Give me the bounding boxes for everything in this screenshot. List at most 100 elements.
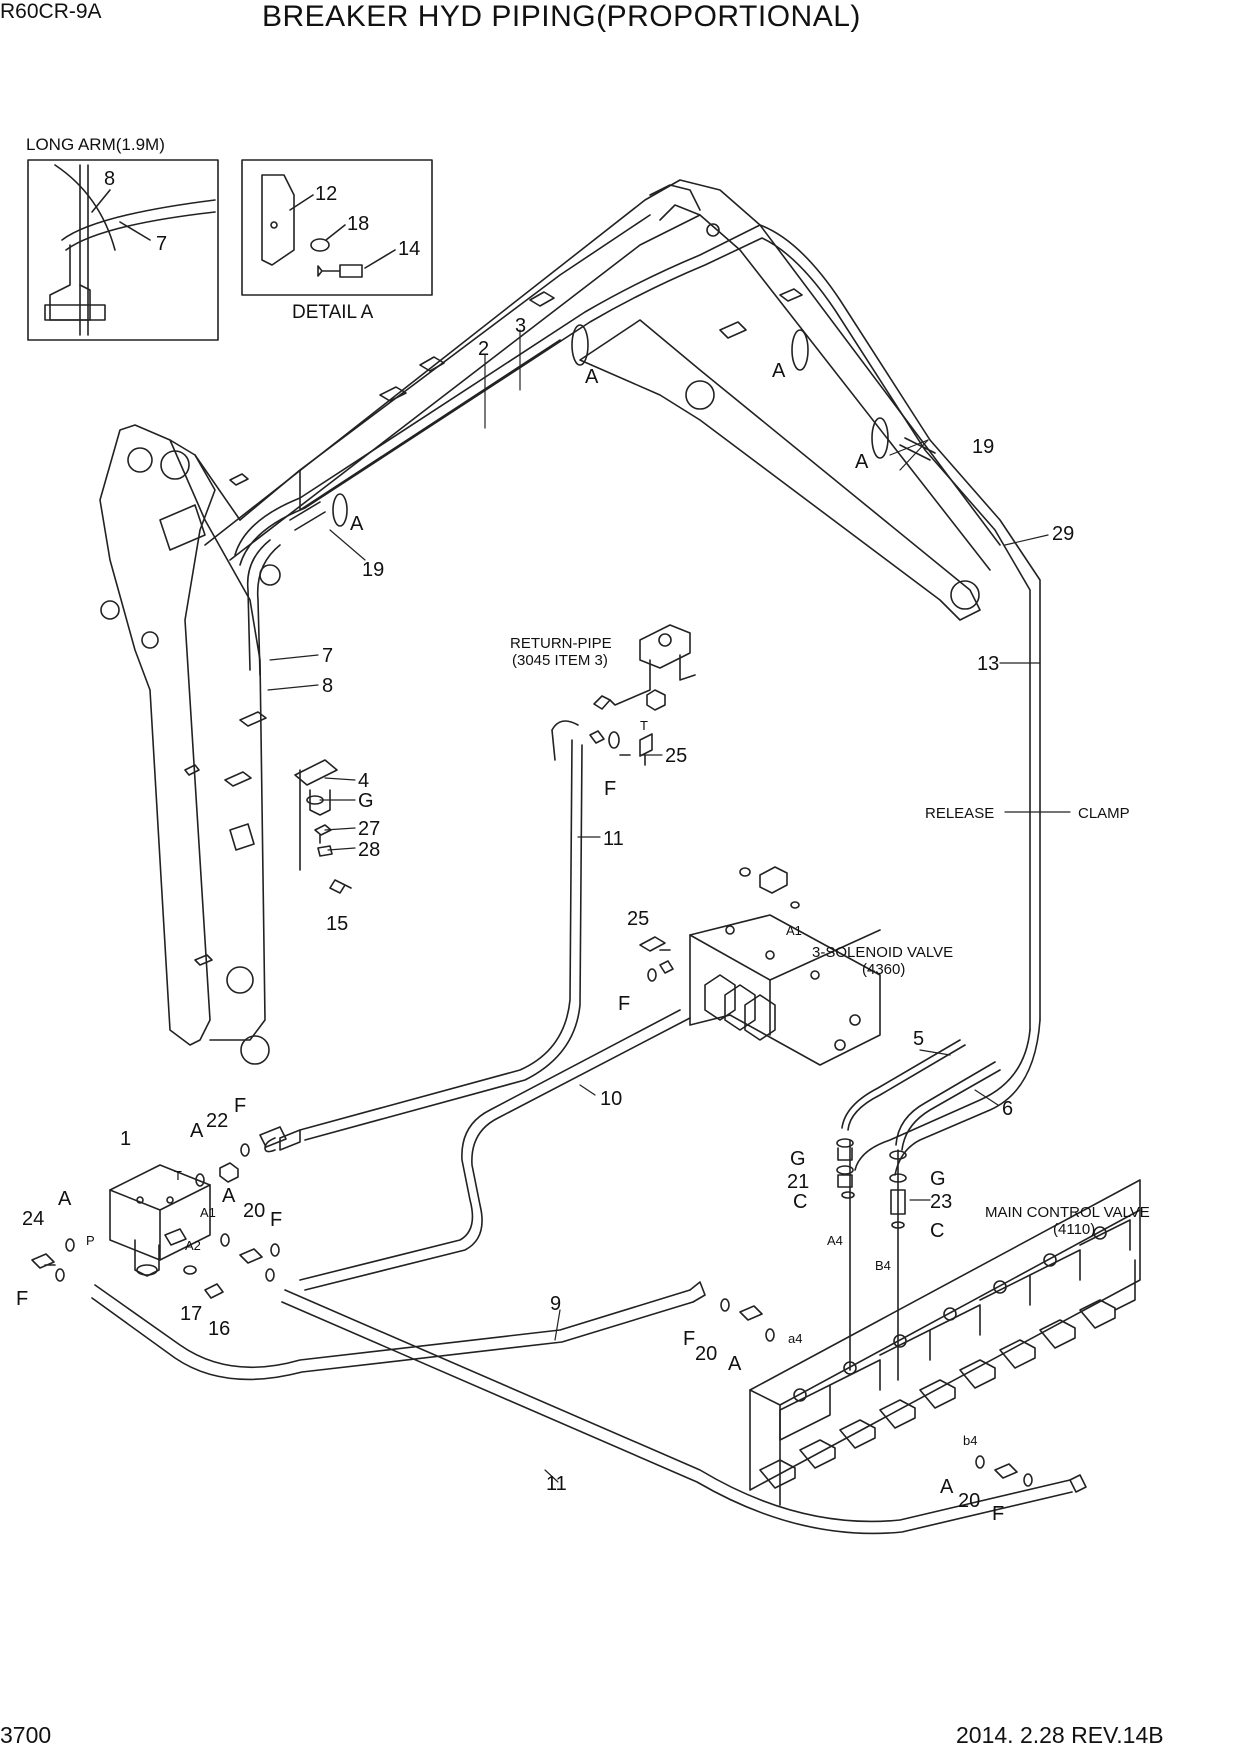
callout-10: 10 [600, 1088, 622, 1110]
arm [99, 424, 270, 1065]
callout-f-mid: F [618, 993, 630, 1015]
hoses-5-6 [841, 1039, 1001, 1381]
callout-a-boom-left: A [350, 513, 364, 535]
callout-16: 16 [208, 1318, 230, 1340]
callout-a-boom-1: A [585, 366, 599, 388]
callout-g-mcv-2: G [930, 1168, 946, 1190]
callout-2: 2 [478, 338, 489, 360]
callout-g-arm: G [358, 790, 374, 812]
note-solenoid-line1: 3-SOLENOID VALVE [812, 944, 953, 961]
callout-f-top: F [604, 778, 616, 800]
callout-7: 7 [322, 645, 333, 667]
callout-a-valve-1: A [190, 1120, 204, 1142]
callout-a-valve-2: A [58, 1188, 72, 1210]
callout-20-mcv-1: 20 [695, 1343, 717, 1365]
note-solenoid-line2: (4360) [862, 961, 905, 978]
note-mcv-line2: (4110) [1053, 1221, 1095, 1238]
callout-f-mcv-1: F [683, 1328, 695, 1350]
model-code: R60CR-9A [0, 0, 102, 23]
callout-p-valve: P [86, 1233, 95, 1248]
long-arm-callout-7: 7 [156, 233, 167, 255]
callout-6: 6 [1002, 1098, 1013, 1120]
notes: RETURN-PIPE (3045 ITEM 3) 3-SOLENOID VAL… [510, 635, 1150, 1238]
detail-callout-14: 14 [398, 238, 420, 260]
callout-f-valve-2: F [270, 1209, 282, 1231]
callout-a4-lower: a4 [788, 1331, 802, 1346]
mcv-fittings [720, 1138, 1033, 1487]
return-pipe-assembly [551, 624, 696, 766]
callout-23: 23 [930, 1191, 952, 1213]
page-title: BREAKER HYD PIPING(PROPORTIONAL) [262, 0, 861, 33]
callout-f-mcv-2: F [992, 1503, 1004, 1525]
callout-19-right: 19 [972, 436, 994, 458]
callout-f-valve-3: F [16, 1288, 28, 1310]
proportional-valve [109, 1164, 211, 1277]
long-arm-inset: LONG ARM(1.9M) 8 7 [26, 135, 219, 341]
detail-callout-12: 12 [315, 183, 337, 205]
long-arm-title: LONG ARM(1.9M) [26, 135, 165, 154]
callout-a1-valve: A1 [200, 1205, 216, 1220]
arm-bracket-parts [294, 759, 352, 894]
page-number: 3700 [0, 1722, 52, 1748]
detail-a-title: DETAIL A [292, 302, 374, 323]
callout-a1-solenoid: A1 [786, 923, 802, 938]
callout-5: 5 [913, 1028, 924, 1050]
callout-g-mcv-1: G [790, 1148, 806, 1170]
callout-a4-upper: A4 [827, 1233, 843, 1248]
callout-a-mcv-2: A [940, 1476, 954, 1498]
callout-c-mcv-2: C [930, 1220, 944, 1242]
long-arm-callout-8: 8 [104, 168, 115, 190]
valve-fittings [31, 1126, 287, 1299]
callout-a2-valve: A2 [185, 1238, 201, 1253]
detail-callout-18: 18 [347, 213, 369, 235]
hose-11-bottom [281, 1289, 1087, 1535]
callout-a-mcv-1: A [728, 1353, 742, 1375]
callout-25-top: 25 [665, 745, 687, 767]
callout-21: 21 [787, 1171, 809, 1193]
callout-a-boom-2: A [772, 360, 786, 382]
callout-labels: 2 3 A A A 19 A 19 29 13 7 8 4 G 27 28 15… [16, 315, 1074, 1525]
hose-9 [91, 1281, 706, 1381]
callout-20-valve: 20 [243, 1200, 265, 1222]
note-return-pipe-line1: RETURN-PIPE [510, 635, 612, 652]
callout-11-top: 11 [603, 828, 624, 850]
callout-29: 29 [1052, 523, 1074, 545]
note-mcv-line1: MAIN CONTROL VALVE [985, 1204, 1150, 1221]
callout-t-valve: T [174, 1168, 182, 1183]
callout-28: 28 [358, 839, 380, 861]
callout-b4-upper: B4 [875, 1258, 891, 1273]
callout-13: 13 [977, 653, 999, 675]
hose-10 [299, 1009, 691, 1291]
callout-27: 27 [358, 818, 380, 840]
callout-24: 24 [22, 1208, 44, 1230]
callout-t-return: T [640, 718, 648, 733]
callout-3: 3 [515, 315, 526, 337]
callout-b4-lower: b4 [963, 1433, 977, 1448]
main-control-valve [749, 1179, 1141, 1506]
callout-a-boom-right: A [855, 451, 869, 473]
callout-8: 8 [322, 675, 333, 697]
callout-25-mid: 25 [627, 908, 649, 930]
solenoid-valve [639, 866, 881, 1066]
callout-f-valve-1: F [234, 1095, 246, 1117]
note-return-pipe-line2: (3045 ITEM 3) [512, 652, 608, 669]
callout-19-left: 19 [362, 559, 384, 581]
callout-17: 17 [180, 1303, 202, 1325]
boom [204, 179, 1001, 621]
note-release: RELEASE [925, 805, 994, 822]
callout-4: 4 [358, 770, 369, 792]
hose-11 [264, 739, 583, 1153]
callout-a-valve-3: A [222, 1185, 236, 1207]
callout-20-mcv-2: 20 [958, 1490, 980, 1512]
callout-15: 15 [326, 913, 348, 935]
callout-9: 9 [550, 1293, 561, 1315]
callout-1: 1 [120, 1128, 131, 1150]
leader-lines [267, 329, 1071, 1483]
revision-date: 2014. 2.28 REV.14B [956, 1722, 1164, 1748]
note-clamp: CLAMP [1078, 805, 1130, 822]
detail-a-inset: 12 18 14 DETAIL A [241, 159, 433, 323]
callout-22: 22 [206, 1110, 228, 1132]
callout-c-mcv-1: C [793, 1191, 807, 1213]
callout-11-bottom: 11 [546, 1473, 567, 1495]
